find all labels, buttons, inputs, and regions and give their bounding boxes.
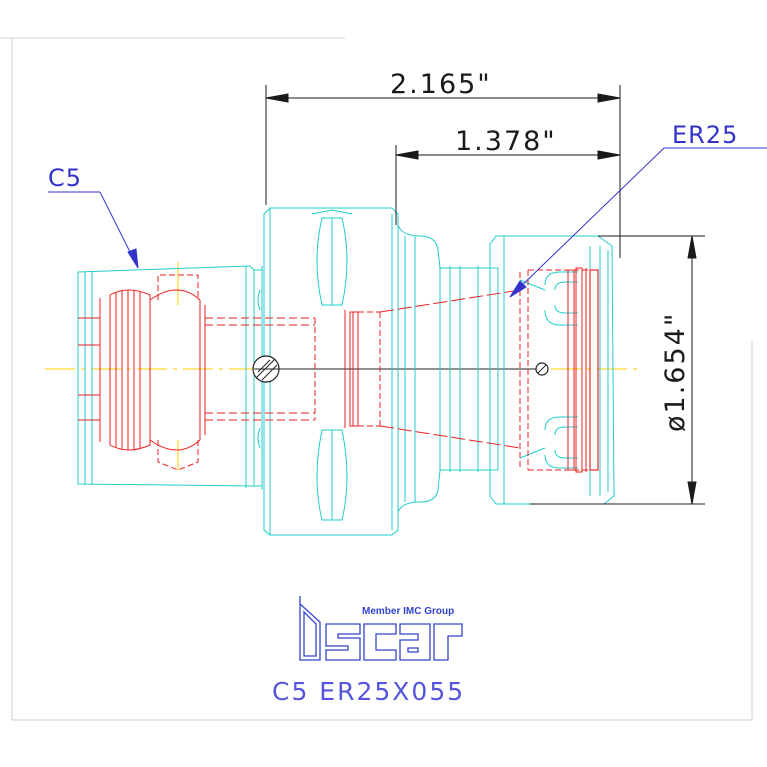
c5-callout-label: C5 <box>48 164 82 192</box>
er25-leader <box>509 147 767 298</box>
er25-callout-label: ER25 <box>672 121 738 149</box>
member-imc-group-text: Member IMC Group <box>362 606 454 617</box>
diameter-label: ø1.654" <box>660 312 691 432</box>
centerline <box>45 262 640 470</box>
dimension-overall-length <box>265 85 621 258</box>
overall-length-label: 2.165" <box>390 69 492 100</box>
pin <box>535 362 549 376</box>
sheet-frame <box>0 37 753 721</box>
internal-features <box>78 267 599 473</box>
dimension-er-length <box>395 145 621 225</box>
part-code: C5 ER25X055 <box>272 677 465 706</box>
tool-body-outline <box>77 207 615 536</box>
c5-leader <box>48 191 139 269</box>
ball-bearing <box>252 355 280 383</box>
dimension-diameter <box>530 235 705 505</box>
er-length-label: 1.378" <box>455 126 557 157</box>
iscar-logo <box>299 596 463 661</box>
